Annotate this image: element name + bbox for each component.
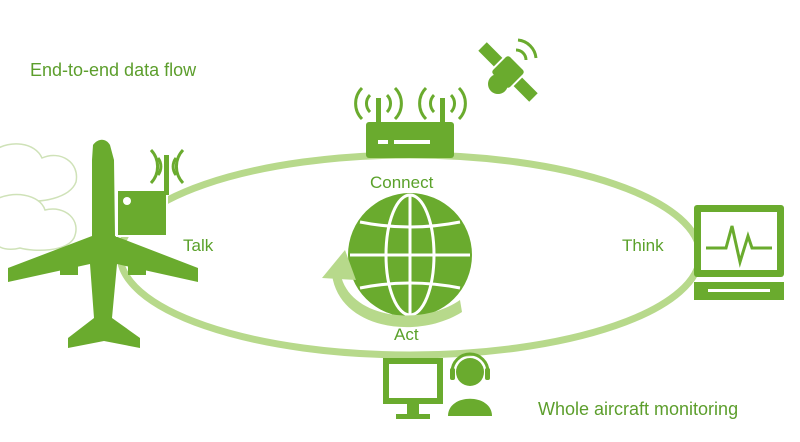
stage-label-connect: Connect xyxy=(370,173,434,192)
diagram-title: End-to-end data flow xyxy=(30,60,197,80)
stage-label-think: Think xyxy=(622,236,664,255)
operator-headset-icon xyxy=(448,352,492,416)
cloud-icon xyxy=(0,143,78,252)
stage-label-act: Act xyxy=(394,325,419,344)
globe-icon xyxy=(348,193,472,317)
stage-label-talk: Talk xyxy=(183,236,214,255)
sensor-box-icon xyxy=(116,148,185,237)
wifi-router-icon xyxy=(354,86,467,158)
monitor-ecg-icon xyxy=(694,205,784,300)
act-arrow-icon xyxy=(322,250,462,328)
desktop-monitor-icon xyxy=(383,358,443,419)
airplane-icon xyxy=(8,139,198,348)
satellite-icon xyxy=(478,38,538,102)
diagram-subtitle: Whole aircraft monitoring xyxy=(538,399,739,419)
